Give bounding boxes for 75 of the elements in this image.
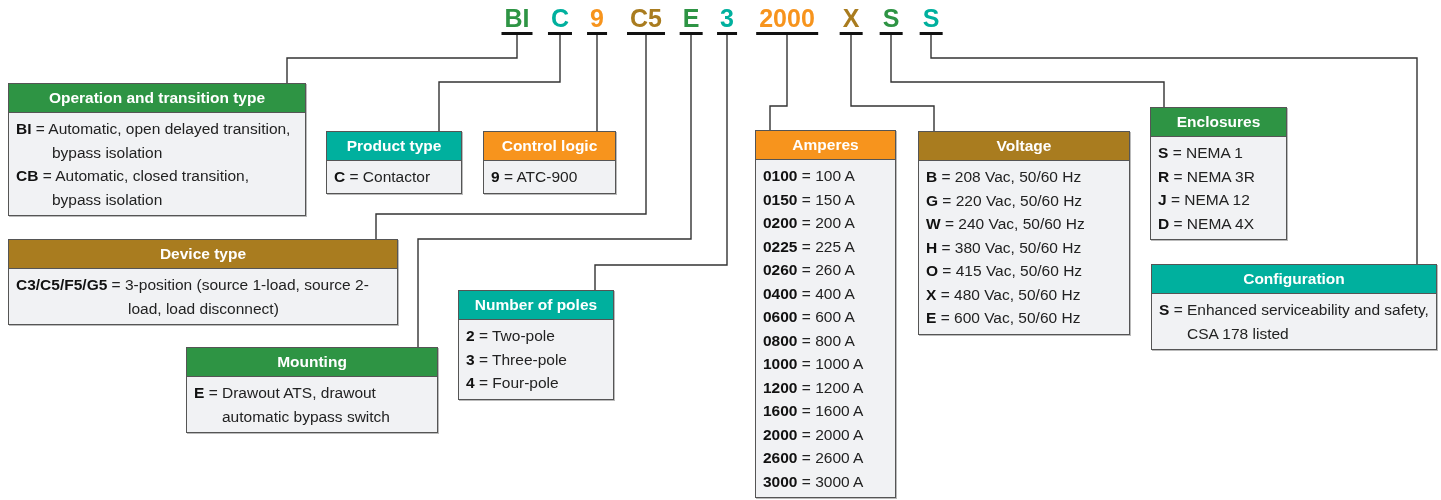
code-table-box — [458, 290, 614, 400]
code-entry: H = 380 Vac, 50/60 Hz — [926, 237, 1083, 258]
code-entry: O = 415 Vac, 50/60 Hz — [926, 261, 1084, 281]
code-entry: 0260 = 260 A — [763, 260, 856, 280]
box-heading: Number of poles — [459, 291, 613, 320]
code-entry: X = 480 Vac, 50/60 Hz — [926, 284, 1082, 305]
leader-line — [375, 34, 647, 240]
code-table-box — [8, 239, 398, 325]
code-table-box — [1151, 264, 1437, 350]
code-entry: 0600 = 600 A — [763, 307, 856, 327]
code-entry: R = NEMA 3R — [1158, 166, 1256, 187]
code-letter: S — [919, 4, 943, 35]
box-heading: Voltage — [919, 132, 1129, 161]
code-entry: 0200 = 200 A — [763, 213, 856, 233]
code-letter: 9 — [587, 4, 607, 35]
code-entry: 2 = Two-pole — [466, 326, 556, 346]
code-entry: 1600 = 1600 A — [763, 401, 865, 421]
code-entry: BI = Automatic, open delayed transition, bypass isolation — [16, 119, 292, 163]
code-entry: 9 = ATC-900 — [491, 167, 579, 187]
box-heading: Device type — [9, 240, 397, 269]
code-letter: S — [879, 4, 903, 35]
code-letter: BI — [501, 4, 533, 35]
code-letter: C5 — [627, 4, 665, 35]
code-entry: 0400 = 400 A — [763, 283, 856, 304]
leader-line — [930, 34, 1418, 265]
code-table-box — [483, 131, 616, 194]
code-letter: 2000 — [756, 4, 818, 35]
code-table-box — [326, 131, 462, 194]
code-letter: 3 — [717, 4, 737, 35]
leader-line — [850, 34, 935, 132]
code-table-box — [8, 83, 306, 216]
code-entry: S = NEMA 1 — [1158, 143, 1244, 163]
leader-line — [596, 34, 598, 132]
box-heading: Enclosures — [1151, 108, 1286, 137]
code-letter: E — [679, 4, 703, 35]
leader-line — [594, 34, 728, 291]
box-heading: Mounting — [187, 348, 437, 377]
code-entry: C3/C5/F5/G5 = 3-position (source 1-load, source 2-load, load disconnect) — [16, 275, 370, 319]
box-heading: Product type — [327, 132, 461, 161]
leader-line — [417, 34, 692, 348]
code-entry: 2000 = 2000 A — [763, 424, 865, 445]
code-entry: E = 600 Vac, 50/60 Hz — [926, 308, 1082, 328]
code-entry: 3000 = 3000 A — [763, 471, 865, 492]
code-entry: W = 240 Vac, 50/60 Hz — [926, 214, 1086, 234]
code-entry: S = Enhanced serviceability and safety, CSA 178 listed — [1159, 300, 1430, 344]
code-entry: E = Drawout ATS, drawout automatic bypass switch — [194, 383, 391, 427]
code-table-box — [918, 131, 1130, 335]
code-letter: C — [547, 4, 573, 35]
leader-line — [890, 34, 1165, 108]
box-heading: Amperes — [756, 131, 895, 160]
code-entry: 4 = Four-pole — [466, 373, 560, 393]
box-heading: Configuration — [1152, 265, 1436, 294]
code-letter: X — [839, 4, 863, 35]
code-entry: 0800 = 800 A — [763, 330, 856, 351]
code-entry: G = 220 Vac, 50/60 Hz — [926, 190, 1084, 211]
code-table-box — [186, 347, 438, 433]
code-table-box — [755, 130, 896, 498]
code-entry: 2600 = 2600 A — [763, 448, 865, 468]
box-heading: Control logic — [484, 132, 615, 161]
code-entry: B = 208 Vac, 50/60 Hz — [926, 167, 1083, 187]
box-heading: Operation and transition type — [9, 84, 305, 113]
leader-line — [286, 34, 518, 84]
code-entry: 3 = Three-pole — [466, 349, 568, 370]
code-table-box — [1150, 107, 1287, 240]
code-entry: C = Contactor — [334, 167, 432, 187]
code-entry: D = NEMA 4X — [1158, 213, 1256, 234]
leader-line — [438, 34, 561, 132]
code-entry: 1200 = 1200 A — [763, 377, 865, 398]
code-entry: 1000 = 1000 A — [763, 354, 865, 374]
leader-line — [769, 34, 788, 131]
code-entry: 0100 = 100 A — [763, 166, 856, 186]
code-entry: 0150 = 150 A — [763, 189, 856, 210]
code-entry: 0225 = 225 A — [763, 236, 856, 257]
code-entry: J = NEMA 12 — [1158, 190, 1251, 210]
code-entry: CB = Automatic, closed transition, bypass isolation — [16, 166, 251, 210]
